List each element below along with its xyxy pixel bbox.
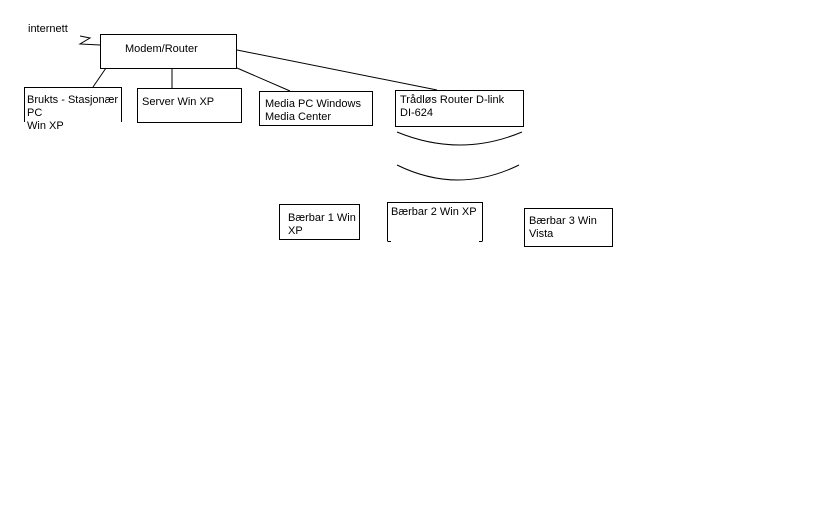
- internet-label: internett: [28, 23, 68, 35]
- brukts-pc-box: [24, 87, 122, 122]
- laptop-2-label: Bærbar 2 Win XP: [391, 206, 477, 218]
- internet-link: [78, 35, 101, 46]
- server-label: Server Win XP: [142, 96, 215, 108]
- link-modem-pc: [92, 67, 107, 88]
- laptop-3-label: Bærbar 3 Win Vista: [529, 215, 597, 240]
- laptop-3-box: [524, 208, 613, 247]
- wireless-router-label: Trådløs Router D-link DI-624: [400, 94, 505, 119]
- wireless-signal-arc-2: [396, 164, 520, 181]
- laptop-1-box: [279, 204, 360, 240]
- link-modem-wireless: [236, 49, 438, 91]
- server-box: [137, 88, 242, 123]
- wireless-router-box: [395, 90, 524, 127]
- brukts-pc-label: Brukts - Stasjonær PC Win XP: [27, 94, 119, 132]
- modem-router-label: Modem/Router: [125, 43, 198, 55]
- modem-router-box: [100, 34, 237, 69]
- laptop-1-label: Bærbar 1 Win XP: [288, 212, 356, 237]
- laptop-2-box: [387, 202, 483, 241]
- wireless-signal-arc-1: [396, 131, 523, 146]
- media-pc-box: [259, 91, 373, 126]
- link-modem-media: [236, 67, 291, 92]
- media-pc-label: Media PC Windows Media Center: [265, 98, 361, 123]
